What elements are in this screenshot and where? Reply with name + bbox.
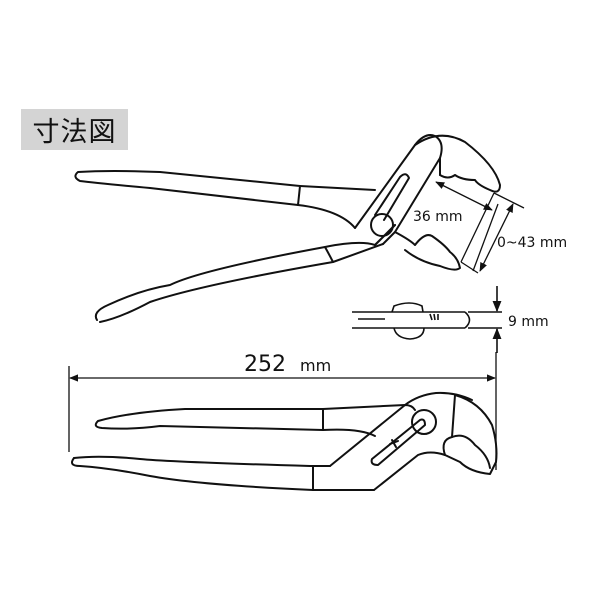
label-252-unit: mm bbox=[300, 356, 331, 375]
diagram-title-box: 寸法図 bbox=[21, 109, 128, 150]
adjustment-slot-bottom bbox=[370, 418, 426, 466]
dimension-0-43mm bbox=[460, 192, 525, 274]
pliers-bottom-view-closed bbox=[71, 391, 498, 491]
dimension-36mm: 36 mm bbox=[413, 181, 493, 225]
pliers-top-view-open bbox=[74, 134, 501, 323]
adjustment-slot bbox=[374, 173, 410, 221]
pivot-bolt bbox=[370, 213, 394, 237]
pliers-side-view bbox=[352, 286, 502, 353]
label-9mm: 9 mm bbox=[508, 314, 549, 330]
lower-jaw bbox=[394, 231, 461, 271]
upper-handle bbox=[74, 170, 301, 206]
label-36mm: 36 mm bbox=[413, 209, 463, 225]
label-0-43mm: 0~43 mm bbox=[497, 235, 567, 251]
upper-jaw bbox=[414, 134, 501, 193]
label-252: 252 bbox=[244, 352, 286, 377]
pivot-bolt-bottom bbox=[411, 409, 437, 435]
diagram-title: 寸法図 bbox=[32, 117, 117, 148]
